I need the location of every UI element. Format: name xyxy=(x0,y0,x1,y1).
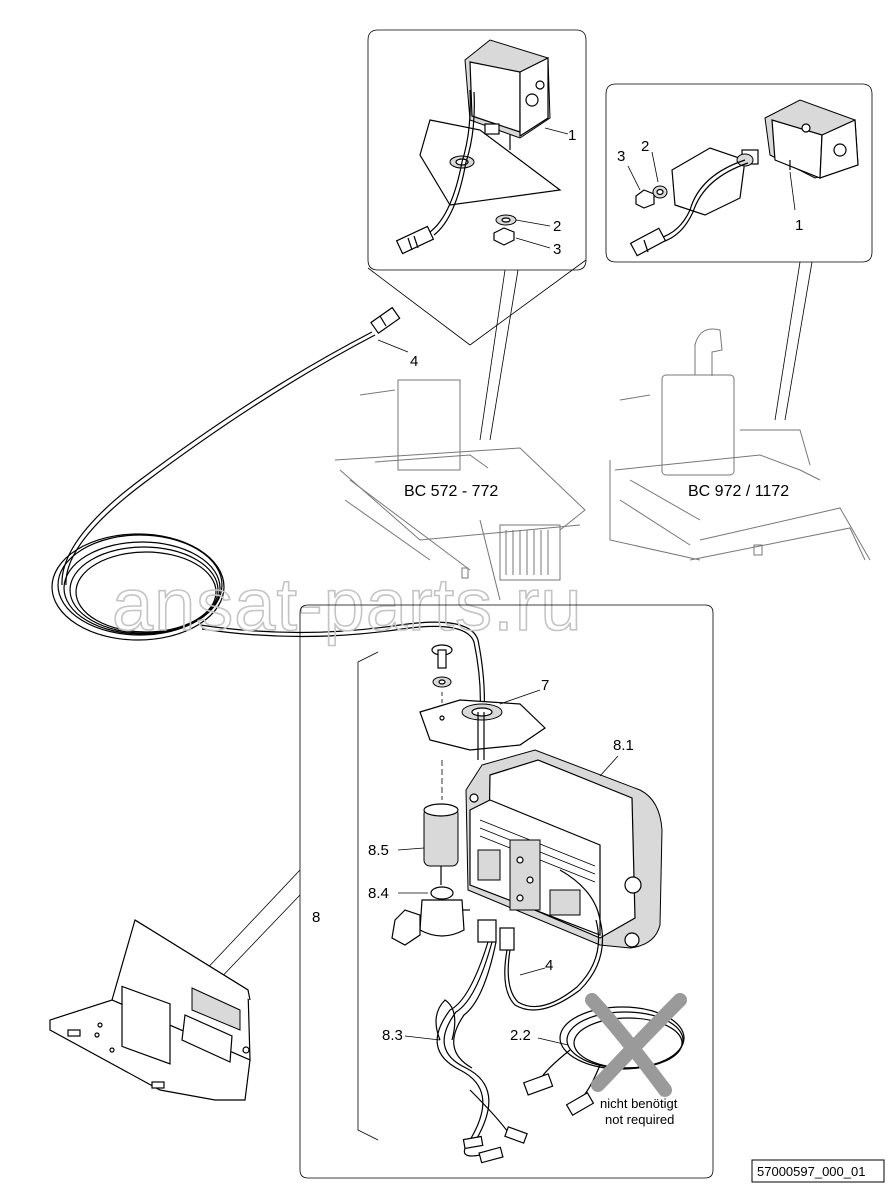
cable-not-required xyxy=(522,993,687,1117)
callout-cable4-bottom: 4 xyxy=(545,957,553,974)
document-id: 57000597_000_01 xyxy=(757,1164,865,1179)
machine-outline-right xyxy=(609,328,871,561)
camera-assembly-left xyxy=(395,39,569,255)
note-line2: not required xyxy=(605,1112,674,1127)
callout-d1-part2: 2 xyxy=(553,218,561,235)
callout-d1-part1: 1 xyxy=(568,127,576,144)
note-line1: nicht benötigt xyxy=(600,1096,678,1111)
cable-coil xyxy=(51,306,485,716)
mounting-plate-7 xyxy=(419,689,546,760)
callout-part8: 8 xyxy=(312,909,320,926)
callout-cable4-top: 4 xyxy=(410,353,418,370)
detail-box-left xyxy=(367,29,587,441)
callout-part8-4: 8.4 xyxy=(368,885,389,902)
callout-d2-part3: 3 xyxy=(617,148,625,165)
power-cable xyxy=(404,869,604,1164)
callout-part8-5: 8.5 xyxy=(368,842,389,859)
machine-outline-left xyxy=(334,379,586,601)
model-label-left: BC 572 - 772 xyxy=(404,483,498,500)
screw-and-washer xyxy=(431,644,453,800)
callout-d2-part2: 2 xyxy=(641,138,649,155)
callout-d2-part1: 1 xyxy=(795,217,803,234)
document-id-box xyxy=(751,1159,885,1183)
callout-part7: 7 xyxy=(541,677,549,694)
callout-part2-2: 2.2 xyxy=(510,1027,531,1044)
callout-part8-3: 8.3 xyxy=(382,1027,403,1044)
callout-part8-1: 8.1 xyxy=(613,737,634,754)
mount-holder xyxy=(391,803,470,946)
watermark: ansat-parts.ru xyxy=(112,563,583,646)
display-monitor xyxy=(465,749,663,949)
mounting-bracket xyxy=(49,919,251,1101)
callout-d1-part3: 3 xyxy=(553,241,561,258)
detail-box-right xyxy=(605,83,873,421)
model-label-right: BC 972 / 1172 xyxy=(688,483,789,500)
camera-assembly-right xyxy=(627,99,859,257)
